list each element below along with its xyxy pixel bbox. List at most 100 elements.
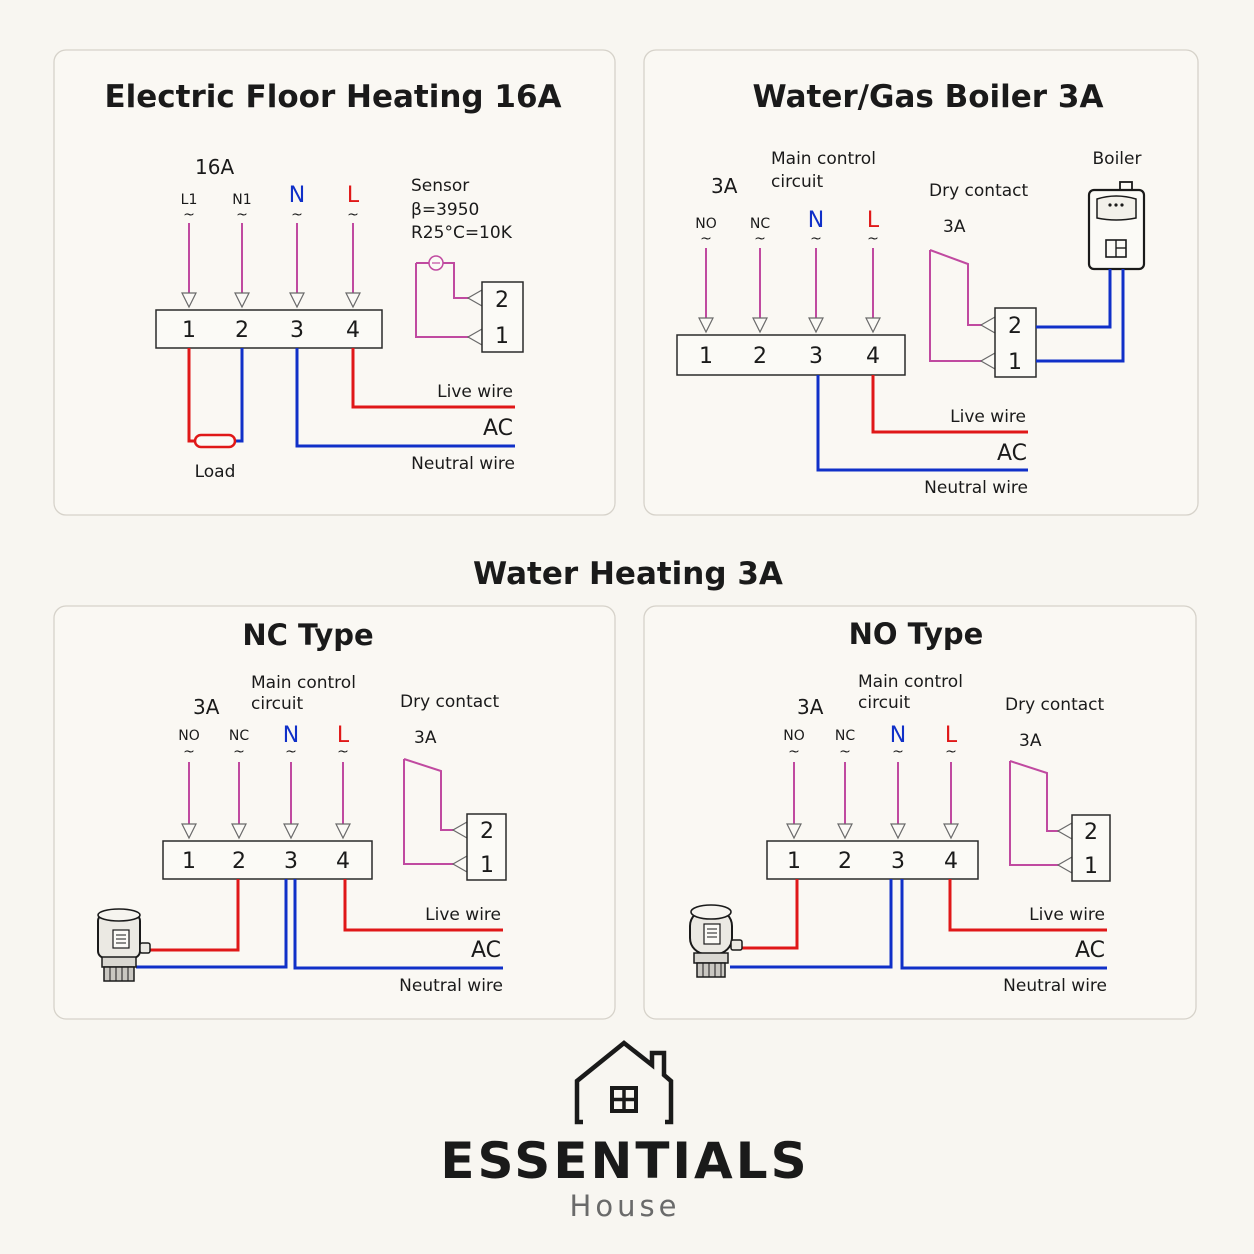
terminal-label-l: L [347,183,360,208]
terminal-label-nc: NC [750,216,770,232]
no-type-title: NO Type [849,617,984,651]
boiler-wire [1036,269,1125,363]
no-rating: 3A [797,695,824,719]
ac-tilde-icon: ~ [183,744,195,760]
arrow-down-icon [865,317,881,334]
live-wire [351,348,515,409]
ntc-sensor-icon [415,255,472,338]
thermal-actuator-icon [97,908,151,982]
input-arrows [181,762,351,840]
actuator-live-wire [148,879,240,952]
arrow-down-icon [698,317,714,334]
terminal-label-l1: L1 [181,192,198,208]
arrow-down-icon [283,823,299,840]
arrow-down-icon [181,823,197,840]
nc-type-title: NC Type [242,618,373,652]
live-wire-label: Live wire [437,382,513,402]
boiler-label: Boiler [1093,149,1142,169]
floor-heating-panel: Electric Floor Heating 16A 16A L1 N1 N L… [53,49,616,516]
terminal-label-no: NO [695,216,717,232]
terminal-block [155,309,383,349]
ac-tilde-icon: ~ [183,207,195,223]
dry-contact-label: Dry contact [400,692,499,712]
live-wire [343,879,503,932]
brand-name: ESSENTIALS [440,1132,809,1190]
neutral-wire-label: Neutral wire [924,478,1028,498]
terminal-number: 3 [284,849,298,874]
dry-contact-rating: 3A [943,217,966,237]
dry-contact-label: Dry contact [929,181,1028,201]
contact-pin: 1 [480,853,494,878]
terminal-number: 1 [699,344,713,369]
brand-tagline: House [570,1189,681,1223]
sensor-pin: 2 [495,288,509,313]
main-control-line2: circuit [858,693,911,713]
ac-label: AC [997,441,1027,466]
terminal-number: 4 [336,849,350,874]
input-arrows [181,223,361,309]
actuator-live-wire [740,879,799,950]
section-title: Water Heating 3A [473,556,783,592]
load-resistor-icon [193,433,237,449]
contact-terminal-block [1071,814,1111,882]
terminal-label-nc: NC [835,728,855,744]
terminal-number: 2 [235,318,249,343]
arrow-down-icon [181,292,197,309]
dry-contact-rating: 3A [414,728,437,748]
ac-tilde-icon: ~ [810,231,822,247]
ac-label: AC [1075,938,1105,963]
ac-tilde-icon: ~ [867,231,879,247]
boiler-icon [1087,181,1146,271]
ac-label: AC [471,938,501,963]
terminal-number: 1 [182,849,196,874]
neutral-wire [816,375,1028,472]
arrow-down-icon [837,823,853,840]
arrow-down-icon [808,317,824,334]
contact-terminal-block [466,813,507,881]
live-wire [871,375,1028,434]
boiler-panel: Water/Gas Boiler 3A 3A Main control circ… [643,49,1199,516]
terminal-label-n: N [890,723,906,748]
live-wire [948,879,1107,932]
terminal-number: 2 [838,849,852,874]
ac-tilde-icon: ~ [839,744,851,760]
arrow-down-icon [345,292,361,309]
arrow-down-icon [943,823,959,840]
main-control-line2: circuit [251,694,304,714]
boiler-rating: 3A [711,174,738,198]
terminal-block [766,840,979,880]
main-control-line2: circuit [771,172,824,192]
ac-tilde-icon: ~ [700,231,712,247]
ac-label: AC [483,416,513,441]
sensor-terminal-block [481,281,524,353]
ac-tilde-icon: ~ [788,744,800,760]
terminal-label-no: NO [783,728,805,744]
terminal-block [162,840,373,880]
load-label: Load [195,462,236,482]
terminal-label-l: L [945,723,958,748]
terminal-number: 4 [346,318,360,343]
input-arrows [698,248,881,334]
boiler-title: Water/Gas Boiler 3A [753,79,1104,115]
contact-pin: 2 [1008,314,1022,339]
terminal-label-l: L [867,208,880,233]
sensor-pin: 1 [495,324,509,349]
arrow-down-icon [890,823,906,840]
neutral-wire-label: Neutral wire [399,976,503,996]
terminal-number: 4 [944,849,958,874]
dry-contact-label: Dry contact [1005,695,1104,715]
nc-rating: 3A [193,695,220,719]
ac-tilde-icon: ~ [233,744,245,760]
contact-pin: 1 [1008,350,1022,375]
terminal-number: 4 [866,344,880,369]
terminal-label-n: N [808,208,824,233]
contact-pin: 1 [1084,854,1098,879]
dry-contact-rating: 3A [1019,731,1042,751]
terminal-number: 1 [787,849,801,874]
terminal-label-nc: NC [229,728,249,744]
neutral-wire-label: Neutral wire [411,454,515,474]
neutral-wire-label: Neutral wire [1003,976,1107,996]
contact-pin: 2 [480,819,494,844]
live-wire-label: Live wire [1029,905,1105,925]
ac-tilde-icon: ~ [892,744,904,760]
